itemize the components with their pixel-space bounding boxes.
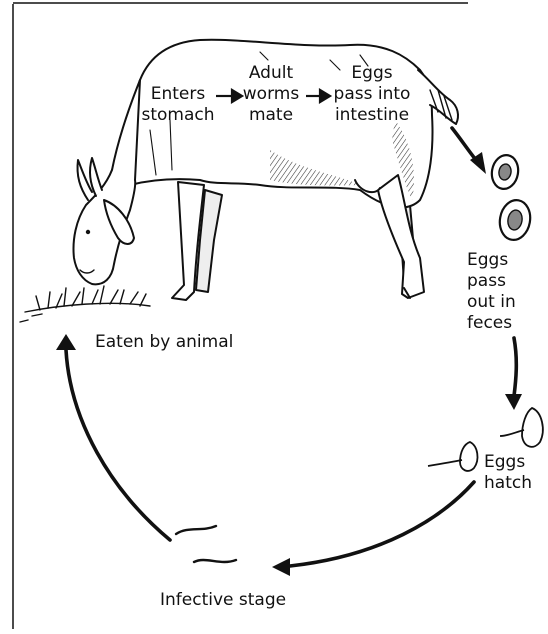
label-eggs-hatch-line-2: hatch xyxy=(484,473,544,494)
arrow-hatch-to-infective xyxy=(290,482,474,566)
label-eggs-pass-out-line-2: pass xyxy=(467,271,537,292)
label-enters-stomach: Enters stomach xyxy=(132,84,224,126)
label-adult-worms-mate-line-1: Adult xyxy=(236,63,306,84)
label-eggs-pass-out: Eggs pass out in feces xyxy=(467,250,537,334)
label-enters-stomach-line-2: stomach xyxy=(132,105,224,126)
egg-icons xyxy=(489,153,533,242)
infective-larvae-icons xyxy=(176,526,236,562)
label-enters-stomach-line-1: Enters xyxy=(132,84,224,105)
label-eggs-hatch: Eggs hatch xyxy=(484,452,544,494)
arrow-feces-to-hatch xyxy=(514,338,516,396)
egg-icon-2 xyxy=(497,198,533,243)
label-adult-worms-mate-line-2: worms xyxy=(236,84,306,105)
label-adult-worms-mate: Adult worms mate xyxy=(236,63,306,126)
label-eggs-pass-out-line-4: feces xyxy=(467,313,537,334)
label-eggs-pass-out-line-1: Eggs xyxy=(467,250,537,271)
egg-icon-1 xyxy=(489,153,521,191)
label-adult-worms-mate-line-3: mate xyxy=(236,105,306,126)
infective-larva-1 xyxy=(176,526,216,534)
label-eggs-into-intestine-line-3: intestine xyxy=(324,105,420,126)
arrowhead-to-hatch xyxy=(505,394,522,410)
label-eggs-into-intestine: Eggs pass into intestine xyxy=(324,63,420,126)
arrowhead-to-infective xyxy=(272,558,290,576)
label-eggs-into-intestine-line-2: pass into xyxy=(324,84,420,105)
hatching-larva-1 xyxy=(500,408,543,447)
label-eaten-by-animal: Eaten by animal xyxy=(95,332,233,353)
arrowhead-to-eaten xyxy=(56,334,76,350)
grass-tuft xyxy=(20,286,150,322)
arrow-infective-to-eaten xyxy=(66,350,170,540)
arrow-tail-to-eggs xyxy=(452,128,476,160)
label-infective-stage: Infective stage xyxy=(160,590,286,611)
label-eggs-into-intestine-line-1: Eggs xyxy=(324,63,420,84)
infective-larva-2 xyxy=(194,560,236,562)
label-eggs-pass-out-line-3: out in xyxy=(467,292,537,313)
hatching-larva-2 xyxy=(428,442,477,471)
label-eggs-hatch-line-1: Eggs xyxy=(484,452,544,473)
